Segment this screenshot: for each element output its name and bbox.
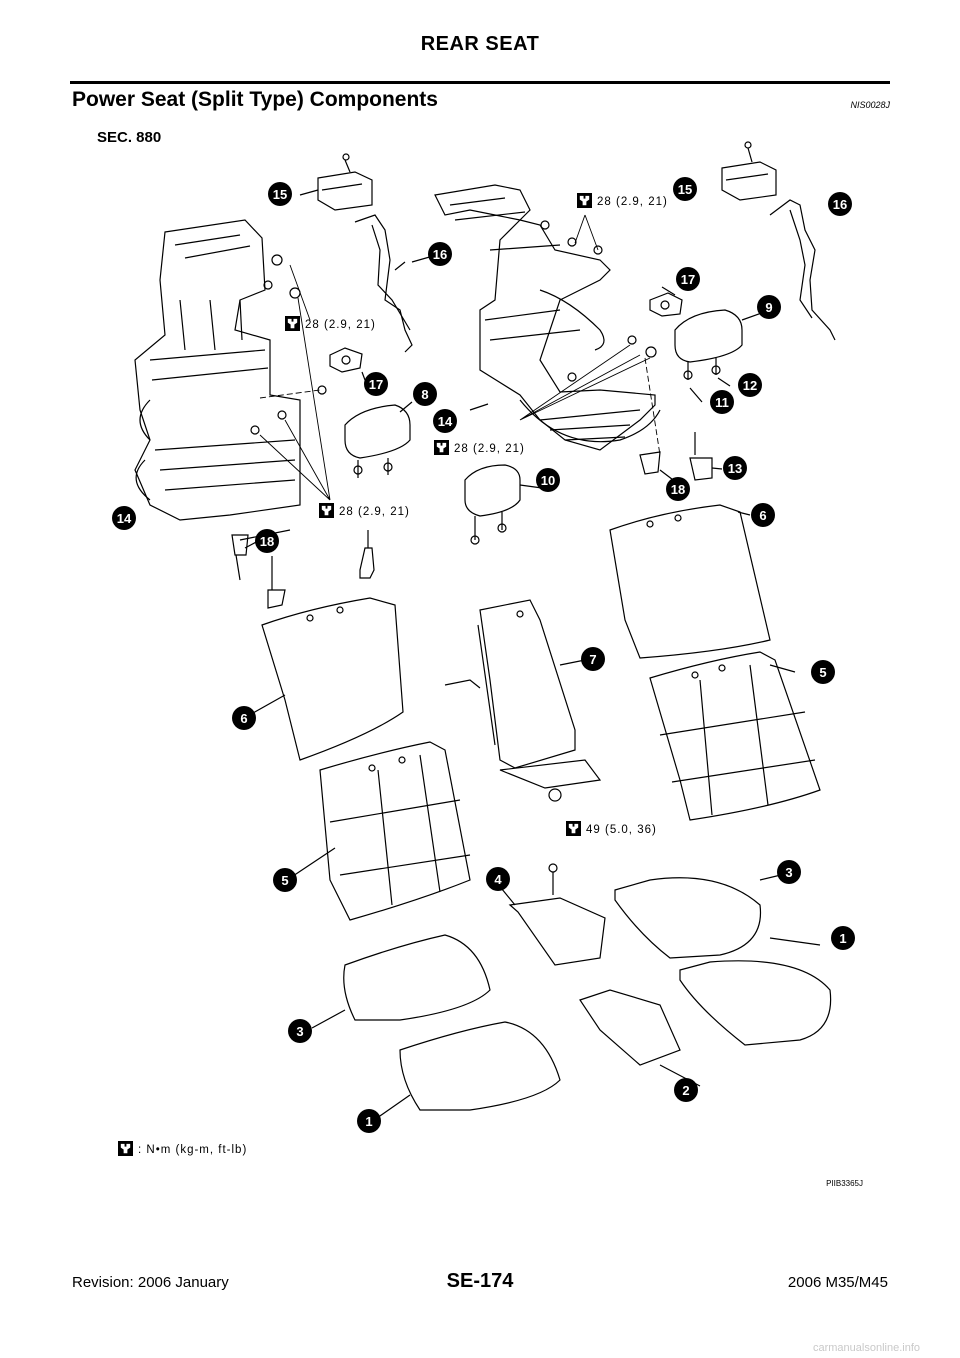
torque-label: 28 (2.9, 21) <box>305 319 376 331</box>
callout-14: 14 <box>438 414 453 429</box>
torque-label: 28 (2.9, 21) <box>339 506 410 518</box>
callout-17: 17 <box>369 377 383 392</box>
left-seatback-cover-5 <box>319 741 471 921</box>
callout-11: 11 <box>715 395 729 410</box>
center-headrest-10 <box>464 464 521 545</box>
left-cushion-1 <box>399 1021 561 1111</box>
left-headrest <box>344 404 411 478</box>
callout-14: 14 <box>117 511 132 526</box>
callout-16: 16 <box>433 247 447 262</box>
section-title: Power Seat (Split Type) Components <box>72 88 438 111</box>
left-seatback-cover-6 <box>261 597 404 761</box>
torque-wrench-icon <box>434 440 449 455</box>
torque-wrench-icon <box>566 821 581 836</box>
callout-13: 13 <box>728 461 742 476</box>
left-seatback-frame <box>134 219 301 521</box>
right-cushion-3 <box>614 877 762 959</box>
header-divider <box>70 81 890 84</box>
torque-wrench-icon <box>118 1141 133 1156</box>
right-seatback-cover-5 <box>649 651 821 821</box>
callout-8: 8 <box>421 387 428 402</box>
footer-page-number: SE-174 <box>446 1270 514 1292</box>
watermark: carmanualsonline.info <box>812 1342 920 1354</box>
torque-wrench-icon <box>577 193 592 208</box>
callout-2: 2 <box>682 1083 689 1098</box>
callout-1: 1 <box>365 1114 372 1129</box>
callout-18: 18 <box>671 482 685 497</box>
right-seatback-cover-6 <box>609 504 771 659</box>
callout-10: 10 <box>541 473 555 488</box>
callout-7: 7 <box>589 652 596 667</box>
callout-3: 3 <box>296 1024 303 1039</box>
right-motor <box>721 141 777 201</box>
callout-12: 12 <box>743 378 757 393</box>
right-headrest-9 <box>674 309 743 380</box>
torque-wrench-icon <box>319 503 334 518</box>
callout-3: 3 <box>785 865 792 880</box>
footer-revision: Revision: 2006 January <box>72 1274 229 1291</box>
center-bracket-4 <box>508 897 606 966</box>
callout-17: 17 <box>681 272 695 287</box>
footer-model: 2006 M35/M45 <box>787 1274 888 1291</box>
callout-16: 16 <box>833 197 847 212</box>
left-cushion-3 <box>343 934 491 1021</box>
torque-label: 28 (2.9, 21) <box>454 443 525 455</box>
left-motor <box>317 153 373 211</box>
callout-6: 6 <box>240 711 247 726</box>
left-harness <box>354 214 413 353</box>
torque-label: 28 (2.9, 21) <box>597 196 668 208</box>
section-code: NIS0028J <box>850 100 890 110</box>
callout-15: 15 <box>273 187 287 202</box>
callout-18: 18 <box>260 534 274 549</box>
figure-id: PIIB3365J <box>826 1179 863 1188</box>
torque-legend: : N•m (kg-m, ft-lb) <box>138 1144 247 1156</box>
callout-15: 15 <box>678 182 692 197</box>
callout-9: 9 <box>765 300 772 315</box>
callout-5: 5 <box>281 873 288 888</box>
center-armrest-cover-7 <box>444 599 602 802</box>
right-harness <box>769 199 836 341</box>
callout-4: 4 <box>494 872 502 887</box>
page-header-title: REAR SEAT <box>420 33 540 55</box>
torque-label: 49 (5.0, 36) <box>586 824 657 836</box>
sec-label: SEC. 880 <box>97 129 162 146</box>
callout-1: 1 <box>839 931 846 946</box>
right-cushion-1 <box>679 960 832 1046</box>
right-seatback-frame <box>434 184 661 451</box>
torque-wrench-icon <box>285 316 300 331</box>
callout-6: 6 <box>759 508 766 523</box>
callout-5: 5 <box>819 665 826 680</box>
center-cushion-2 <box>579 989 681 1066</box>
